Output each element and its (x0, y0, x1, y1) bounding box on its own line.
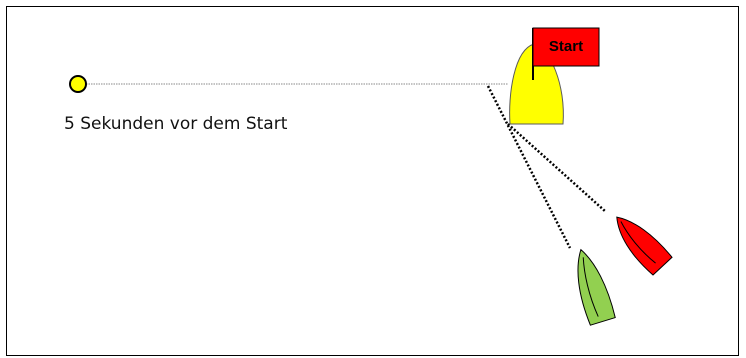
start-buoy (69, 75, 87, 93)
start-flag (532, 27, 600, 67)
start-flag-label: Start (549, 38, 583, 55)
caption-text: 5 Sekunden vor dem Start (64, 114, 288, 134)
red-boat (616, 216, 673, 276)
diagram-frame (6, 6, 739, 356)
green-boat (577, 248, 616, 326)
red-boat-course (507, 123, 607, 213)
